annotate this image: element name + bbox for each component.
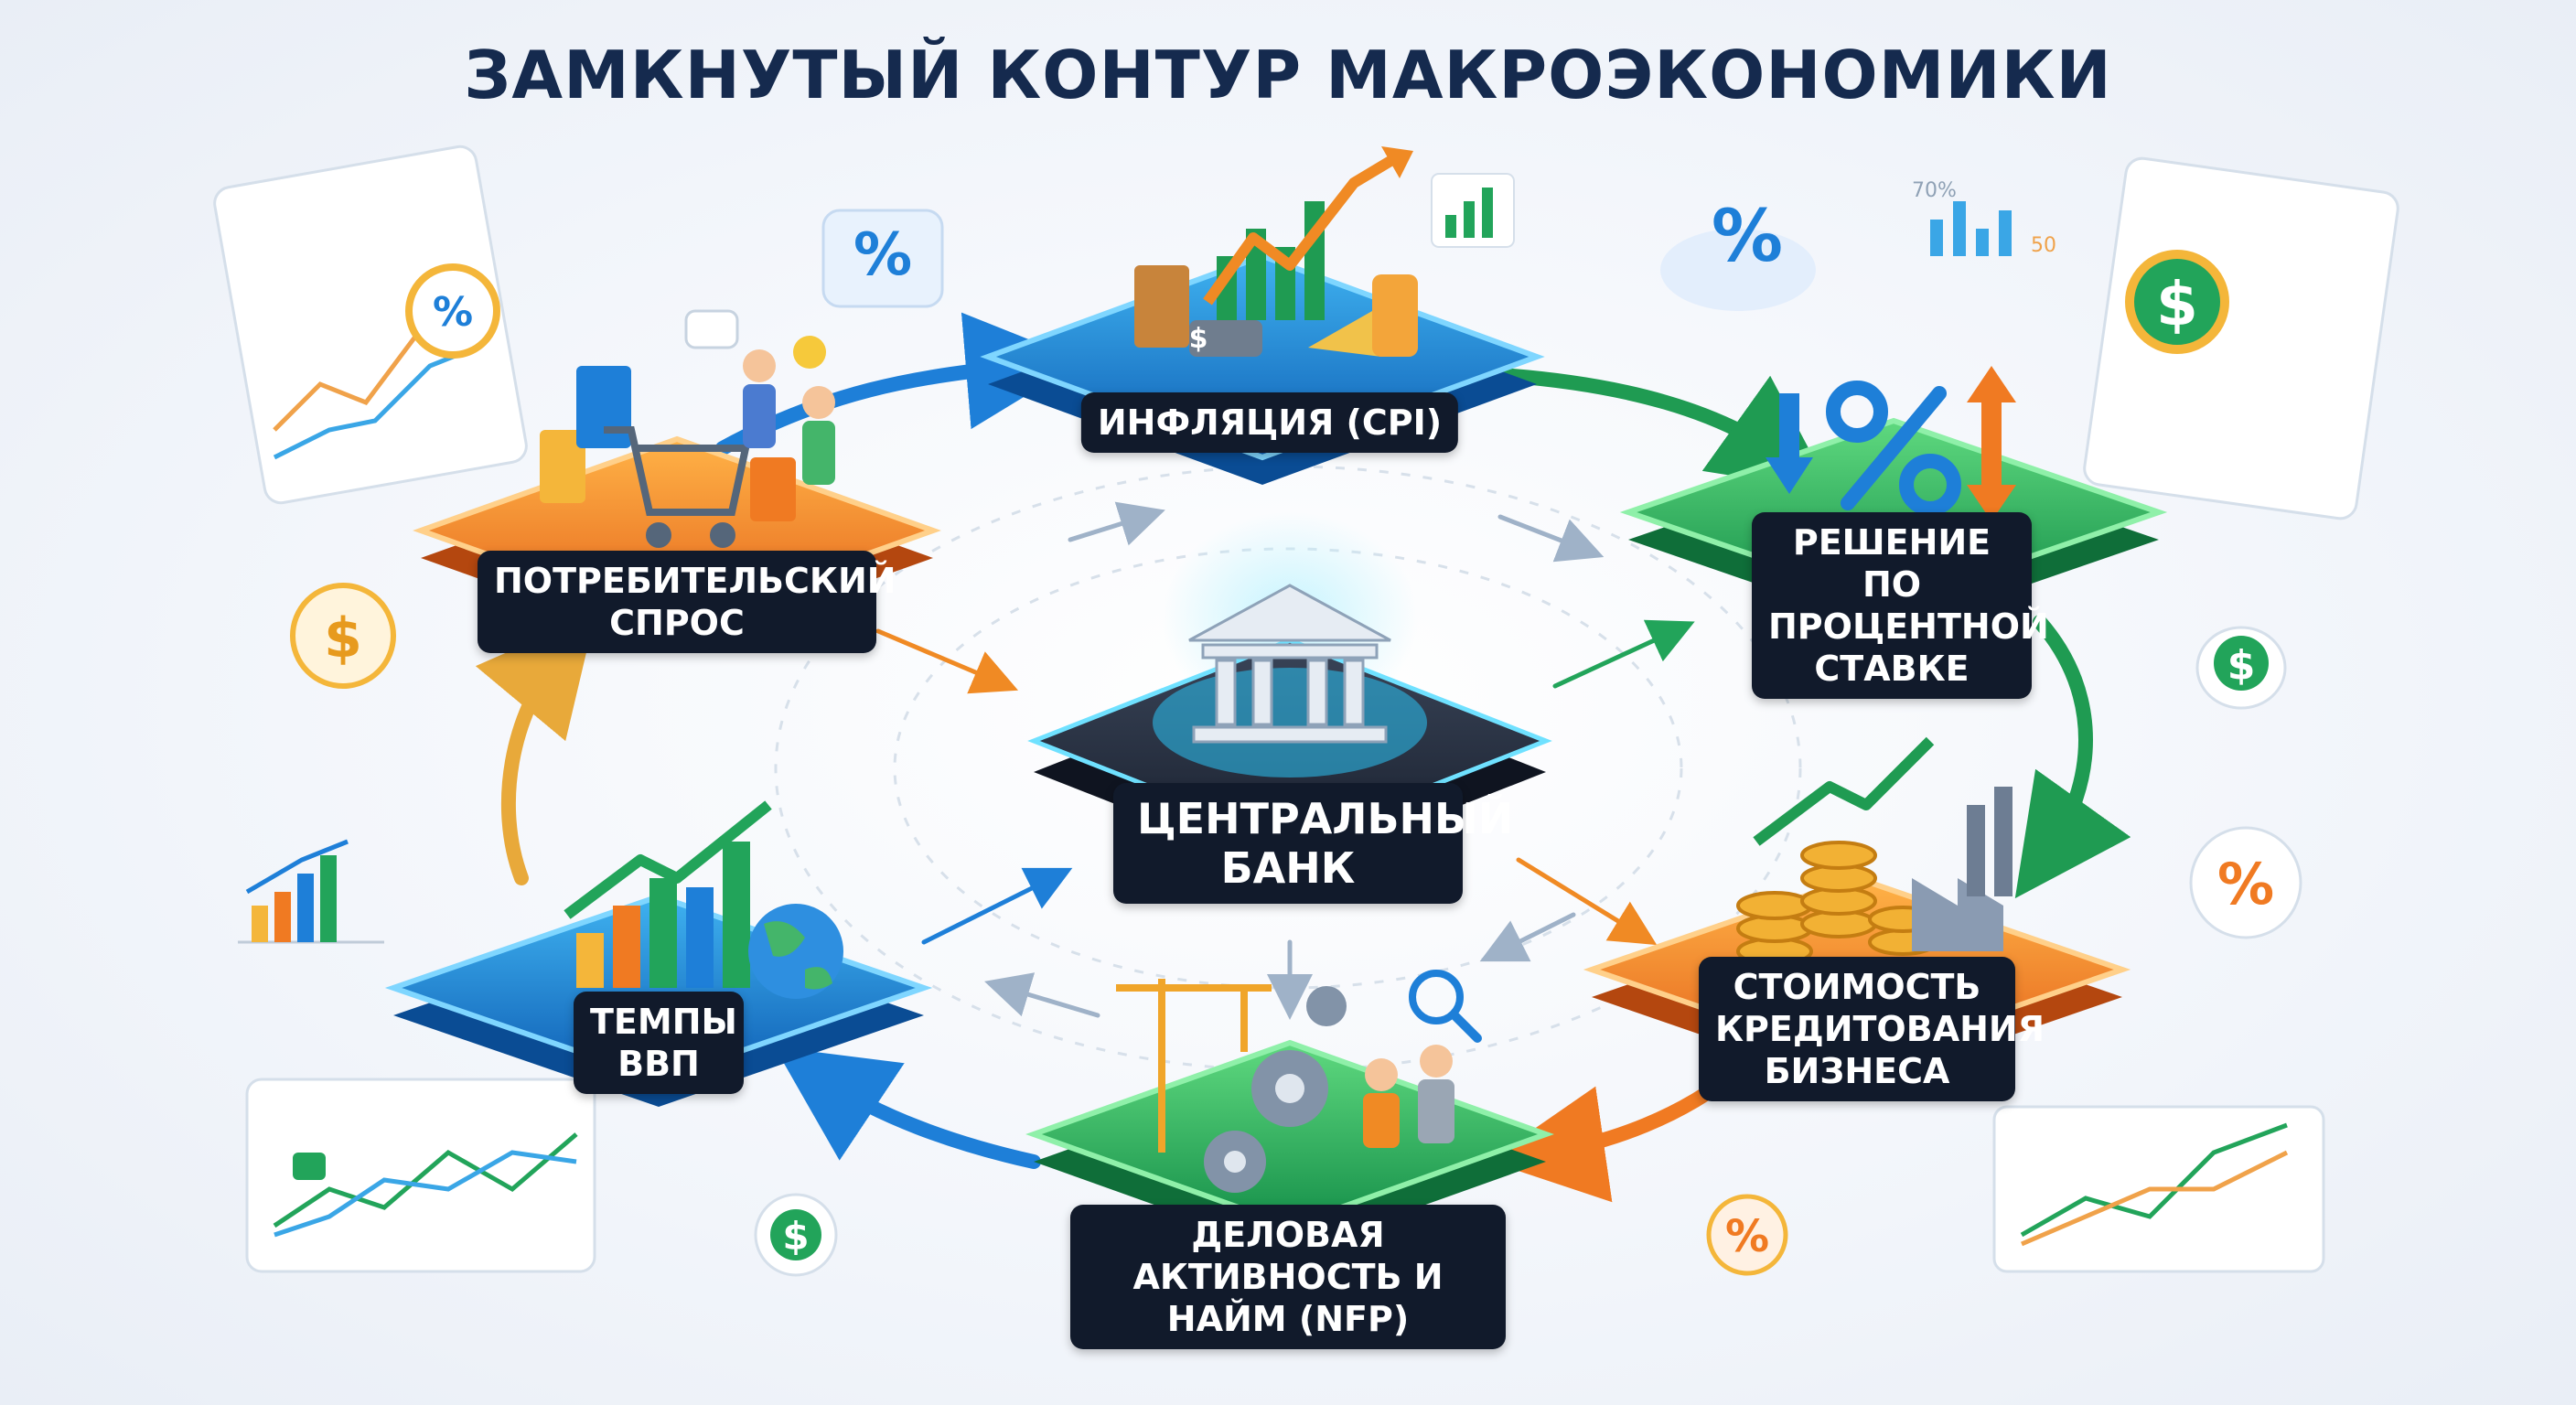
- crane-icon: [1116, 979, 1272, 1153]
- arrow-gdp-to-demand: [475, 613, 596, 885]
- right-badge-percent-symbol: %: [2217, 851, 2274, 917]
- right-dollar-badge: [2195, 626, 2287, 710]
- magnifier-icon: [1409, 970, 1482, 1043]
- left-bar-chart-decor: [238, 839, 384, 944]
- cycle-arrows: [475, 312, 2131, 1203]
- top-left-percent-symbol: %: [853, 221, 912, 289]
- shopping-cart-icon: [604, 426, 750, 548]
- top-right-mini-chart: [1930, 201, 2012, 256]
- left-badge-percent-symbol: %: [433, 289, 473, 336]
- top-right-percent-card: [1660, 229, 1816, 311]
- chat-bubble-icon: [684, 309, 826, 369]
- right-dollar-symbol: $: [2227, 642, 2256, 689]
- left-dollar-symbol: $: [324, 606, 362, 670]
- top-mini-chart: [1431, 173, 1515, 248]
- label-central-bank: ЦЕНТРАЛЬНЫЙ БАНК: [1113, 783, 1513, 904]
- bottom-left-dollar-badge: [754, 1193, 838, 1277]
- label-rate: РЕШЕНИЕ ПО ПРОЦЕНТНОЙ СТАВКЕ: [1752, 512, 2049, 699]
- arrow-rate-to-credit: [2014, 615, 2131, 899]
- bottom-left-dollar-symbol: $: [782, 1214, 809, 1259]
- arrow-down-icon: [1766, 393, 1813, 494]
- percent-icon: [1826, 381, 1961, 516]
- top-left-percent-card: [821, 209, 944, 308]
- inflation-dollar-symbol: $: [1189, 323, 1208, 355]
- arrow-business-to-gdp: [774, 1046, 1041, 1169]
- left-dollar-badge: [290, 583, 396, 689]
- page-title: ЗАМКНУТЫЙ КОНТУР МАКРОЭКОНОМИКИ: [464, 37, 2112, 113]
- arrow-inflation-to-rate: [1493, 368, 1832, 492]
- bottom-right-percent-symbol: %: [1725, 1211, 1769, 1262]
- inner-arrows: [875, 501, 1695, 1020]
- workers-icon: [1363, 1045, 1454, 1148]
- tick-70-label: 70%: [1912, 179, 1957, 202]
- bottom-right-dashboard: [1992, 1105, 2325, 1273]
- bottom-right-percent-badge: [1706, 1194, 1788, 1276]
- credit-chart-arrow: [1753, 736, 1935, 846]
- bank-building-icon: [1188, 584, 1391, 744]
- globe-icon: [748, 904, 843, 999]
- factory-icon: [1912, 787, 2012, 951]
- shopping-bags-icon: [540, 366, 796, 521]
- label-demand: ПОТРЕБИТЕЛЬСКИЙ СПРОС: [478, 551, 896, 653]
- label-inflation: ИНФЛЯЦИЯ (CPI): [1080, 392, 1459, 453]
- gears-icon: [1204, 986, 1347, 1193]
- top-right-percent-symbol: %: [1712, 196, 1783, 278]
- right-dashboard-card: [2083, 156, 2399, 520]
- rising-chart-icon: [1203, 146, 1413, 320]
- label-credit: СТОИМОСТЬ КРЕДИТОВАНИЯ БИЗНЕСА: [1699, 957, 2045, 1101]
- label-gdp: ТЕМПЫ ВВП: [574, 992, 744, 1094]
- tick-50-label: 50: [2031, 234, 2056, 257]
- right-card-dollar-symbol: $: [2156, 269, 2198, 339]
- coins-icon: [1736, 841, 1937, 966]
- bar-chart-icon: [564, 800, 772, 988]
- right-percent-badge: [2189, 826, 2302, 939]
- bottom-left-dashboard: [245, 1078, 596, 1273]
- label-business: ДЕЛОВАЯ АКТИВНОСТЬ И НАЙМ (NFP): [1070, 1205, 1506, 1349]
- left-dashboard-card: [213, 145, 528, 505]
- arrow-updown-icon: [1967, 366, 2016, 521]
- left-percent-badge: [405, 263, 500, 359]
- grocery-icon: [1134, 265, 1418, 357]
- people-icon: [743, 349, 835, 485]
